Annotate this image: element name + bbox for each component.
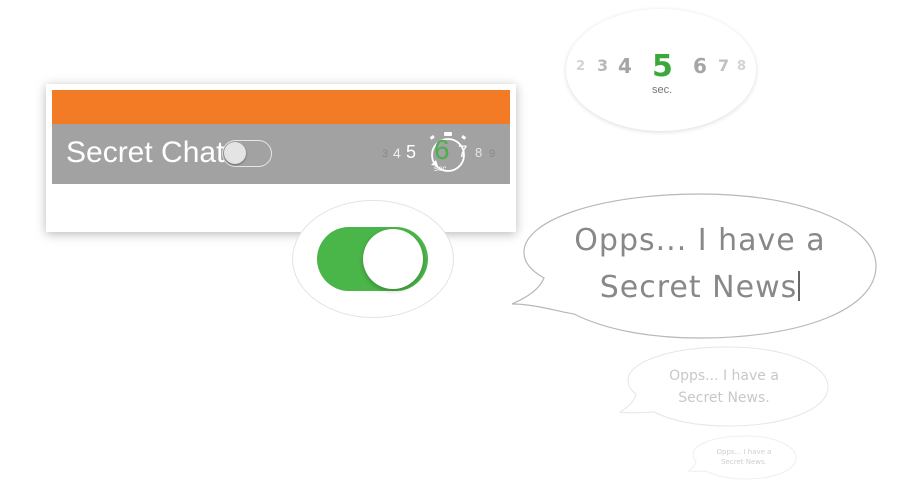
speech-line: Secret News: [599, 269, 798, 305]
timer-option[interactable]: 7: [718, 56, 730, 75]
timer-unit-label: sec.: [652, 84, 673, 96]
toggle-knob[interactable]: [224, 142, 246, 164]
timer-picker[interactable]: 2 3 4 5 sec. 6 7 8: [566, 9, 756, 131]
secret-chat-title: Secret Chat: [66, 136, 225, 169]
speech-line: Opps... I have a: [669, 368, 779, 384]
timer-option[interactable]: 9: [489, 148, 496, 160]
timer-option[interactable]: 3: [382, 148, 389, 160]
speech-bubble-small-shape: [686, 435, 797, 480]
stopwatch-icon: [429, 132, 467, 172]
timer-option[interactable]: 8: [737, 59, 747, 74]
speech-bubble-small: Opps... I have a Secret News.: [690, 434, 798, 482]
self-destruct-timer[interactable]: 3 4 5 6 sec. 7 8 9: [382, 130, 506, 180]
speech-bubble-medium: Opps... I have a Secret News.: [618, 346, 830, 426]
timer-unit-label: sec.: [434, 164, 449, 173]
toggle-knob[interactable]: [363, 229, 423, 289]
secret-chat-bar: Secret Chat 3 4 5 6 sec. 7 8 9: [52, 124, 510, 184]
timer-option[interactable]: 5: [406, 142, 417, 162]
speech-line: Opps... I have a: [716, 448, 772, 456]
speech-line: Opps... I have a: [574, 223, 826, 258]
toggle-on-switch[interactable]: [317, 227, 428, 291]
accent-bar: [52, 90, 510, 124]
timer-option[interactable]: 6: [693, 54, 707, 78]
speech-line: Secret News.: [721, 458, 767, 467]
toggle-zoom-bubble: [292, 200, 454, 318]
speech-line: Secret News.: [678, 389, 770, 406]
timer-option[interactable]: 4: [618, 54, 632, 78]
chat-header-card: Secret Chat 3 4 5 6 sec. 7 8 9: [46, 84, 516, 232]
timer-option[interactable]: 2: [576, 59, 586, 74]
secret-chat-toggle[interactable]: [222, 140, 272, 167]
timer-option[interactable]: 4: [393, 145, 401, 161]
speech-bubble-large-shape: [511, 193, 877, 339]
timer-selected-value[interactable]: 6: [434, 134, 450, 165]
timer-option[interactable]: 7: [458, 142, 468, 161]
text-cursor: [798, 270, 801, 301]
timer-option[interactable]: 3: [597, 56, 609, 75]
speech-bubble-large: Opps... I have a Secret News: [520, 194, 880, 340]
timer-option[interactable]: 8: [475, 145, 483, 160]
speech-bubble-medium-shape: [618, 346, 829, 427]
timer-selected-value[interactable]: 5: [652, 49, 673, 84]
